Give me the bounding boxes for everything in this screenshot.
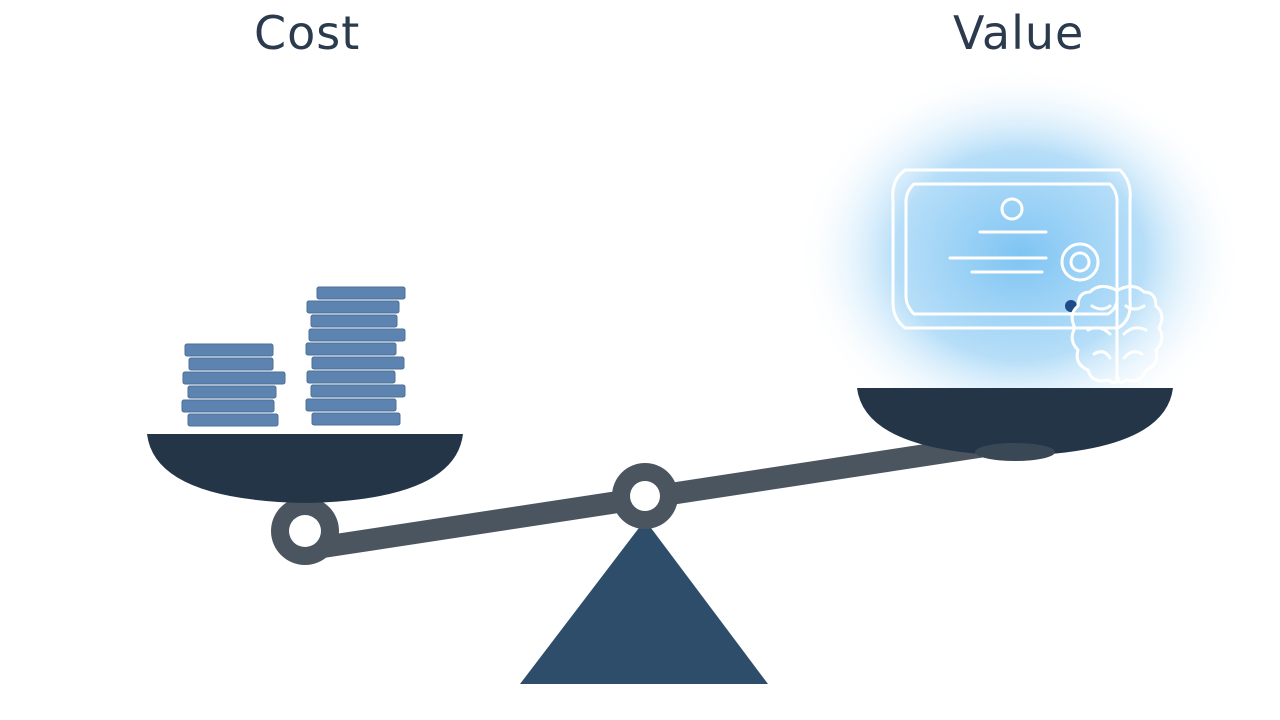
coin-stacks-icon	[181, 286, 406, 427]
cost-label: Cost	[254, 6, 361, 60]
coin-stack-short	[181, 343, 286, 427]
left-pan	[147, 434, 463, 503]
fulcrum	[520, 520, 768, 684]
value-glow	[795, 65, 1245, 445]
center-pivot	[612, 463, 678, 529]
value-label: Value	[953, 6, 1085, 60]
brain-icon	[1070, 285, 1164, 385]
right-pan-base	[975, 443, 1055, 461]
right-pan	[857, 388, 1173, 456]
certificate-icon	[891, 168, 1132, 330]
left-pivot	[271, 497, 339, 565]
coin-stack-tall	[305, 286, 406, 426]
